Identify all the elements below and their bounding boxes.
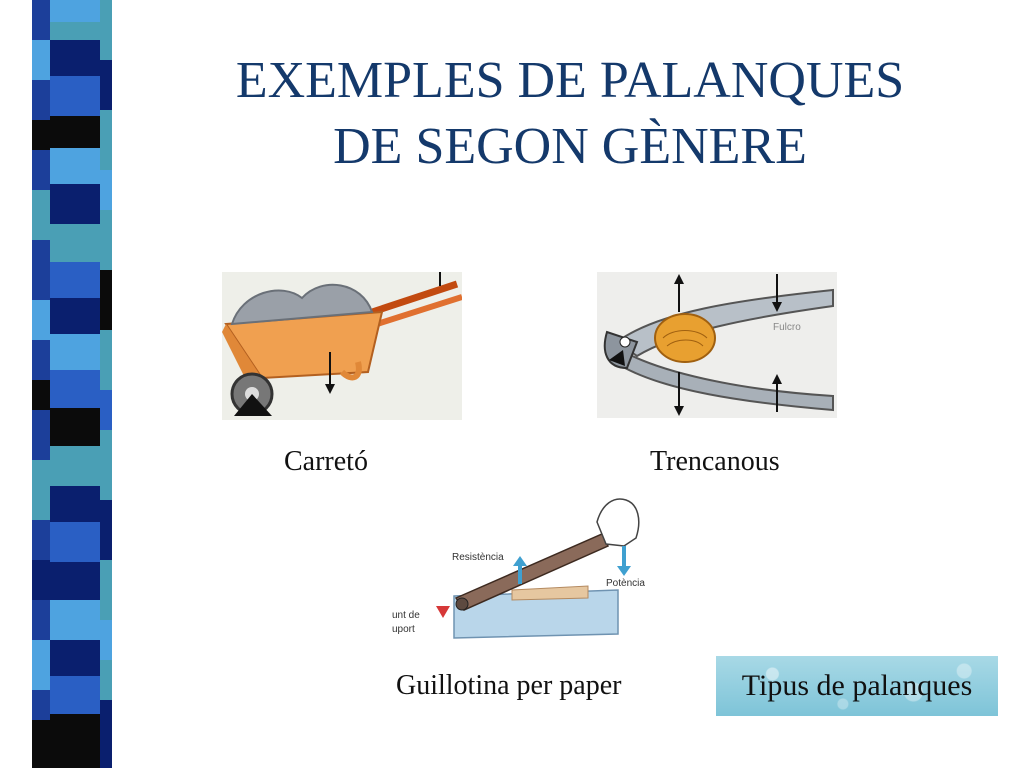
nutcracker-fulcro-label: Fulcro: [773, 322, 801, 333]
nutcracker-caption: Trencanous: [650, 446, 780, 477]
guillotine-resistance-label: Resistència: [452, 552, 504, 563]
slide-title-line-1: EXEMPLES DE PALANQUES: [235, 52, 905, 109]
wheelbarrow-drawing: [222, 272, 463, 420]
slide-title-line-2: DE SEGON GÈNERE: [333, 118, 807, 175]
guillotine-caption: Guillotina per paper: [396, 670, 622, 701]
slide-title: EXEMPLES DE PALANQUES DE SEGON GÈNERE: [130, 48, 1010, 180]
stripe-pattern: [0, 0, 118, 768]
tipus-de-palanques-button-label: Tipus de palanques: [741, 669, 973, 702]
tipus-de-palanques-button[interactable]: Tipus de palanques: [716, 656, 998, 716]
wheelbarrow-caption: Carretó: [284, 446, 368, 477]
guillotine-power-label: Potència: [606, 578, 645, 589]
guillotine-support-label-1: unt de: [392, 610, 420, 621]
nutcracker-drawing: Fulcro: [597, 272, 837, 418]
wheelbarrow-illustration: [222, 272, 463, 420]
guillotine-drawing: Resistència Potència unt de uport: [392, 494, 648, 642]
nutcracker-illustration: Fulcro: [597, 272, 837, 418]
guillotine-support-label-2: uport: [392, 624, 415, 635]
guillotine-illustration: Resistència Potència unt de uport: [392, 494, 648, 642]
decorative-side-stripe: [0, 0, 118, 768]
